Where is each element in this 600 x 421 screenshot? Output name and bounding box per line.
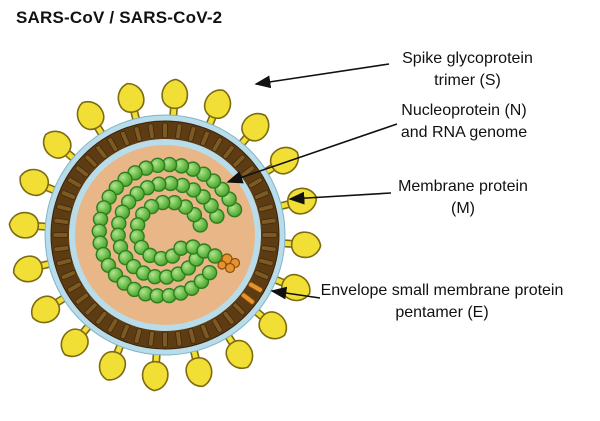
membrane-stud: [261, 232, 278, 238]
virus-diagram: [8, 78, 322, 392]
spike-label: Spike glycoprotein trimer (S): [370, 48, 565, 92]
membrane-stud: [187, 328, 197, 344]
envelope-label-line1: Envelope small membrane protein: [320, 282, 564, 299]
membrane-label-line1: Membrane protein: [398, 178, 528, 195]
membrane-stud: [52, 232, 69, 238]
e-protein-membrane-stud: [248, 281, 263, 293]
membrane-stud: [107, 137, 119, 152]
membrane-stud: [187, 126, 197, 142]
membrane-stud: [162, 122, 168, 139]
e-protein-pentamer: [217, 253, 241, 274]
membrane-stud: [56, 203, 72, 213]
membrane-arrow: [288, 191, 392, 205]
membrane-stud: [248, 177, 263, 189]
membrane-stud: [147, 330, 155, 347]
membrane-stud: [211, 137, 223, 152]
membrane-stud: [232, 302, 246, 316]
membrane-label-line2: (M): [451, 200, 475, 217]
spike-label-line1: Spike glycoprotein: [402, 50, 533, 67]
envelope-arrow: [270, 286, 321, 300]
membrane-stud: [162, 331, 168, 348]
spike-arrow: [254, 63, 390, 89]
membrane-stud: [75, 292, 90, 305]
membrane-stud: [260, 217, 277, 225]
nucleoprotein-label-line2: and RNA genome: [400, 124, 528, 141]
membrane-stud: [175, 123, 183, 140]
membrane-stud: [120, 323, 130, 340]
membrane-stud: [95, 145, 108, 160]
membrane-stud: [67, 177, 82, 189]
nucleoprotein-spiral: [91, 156, 243, 304]
membrane-stud: [175, 330, 183, 347]
nucleoprotein-label: Nucleoprotein (N) and RNA genome: [368, 100, 560, 144]
membrane-stud: [253, 270, 270, 280]
membrane-stud: [67, 281, 82, 293]
annotation-arrows: [226, 63, 398, 300]
membrane-stud-layer: [52, 122, 278, 348]
membrane-stud: [53, 245, 70, 253]
membrane-stud: [60, 190, 77, 200]
membrane-stud: [258, 257, 274, 267]
membrane-stud: [53, 217, 70, 225]
envelope-label: Envelope small membrane protein pentamer…: [292, 280, 592, 324]
membrane-stud: [84, 154, 98, 168]
membrane-stud: [147, 123, 155, 140]
envelope-label-line2: pentamer (E): [395, 304, 489, 321]
membrane-stud: [222, 145, 235, 160]
membrane-stud: [200, 323, 210, 340]
membrane-stud: [56, 257, 72, 267]
membrane-stud: [120, 130, 130, 147]
e-protein-membrane-stud: [240, 292, 255, 305]
membrane-stud: [75, 165, 90, 178]
nucleoprotein-arrow: [226, 123, 398, 184]
membrane-stud: [211, 318, 223, 333]
membrane-stud: [222, 310, 235, 325]
membrane-label: Membrane protein (M): [373, 176, 553, 220]
membrane-stud: [200, 130, 210, 147]
membrane-stud: [133, 328, 143, 344]
membrane-stud: [84, 302, 98, 316]
membrane-stud: [232, 154, 246, 168]
membrane-stud: [258, 203, 274, 213]
nucleoprotein-label-line1: Nucleoprotein (N): [401, 102, 527, 119]
spike-label-line2: trimer (S): [434, 72, 501, 89]
membrane-stud: [260, 245, 277, 253]
membrane-stud: [133, 126, 143, 142]
diagram-title: SARS-CoV / SARS-CoV-2: [16, 8, 223, 27]
membrane-stud: [60, 270, 77, 280]
membrane-stud: [95, 310, 108, 325]
membrane-stud: [253, 190, 270, 200]
membrane-stud: [107, 318, 119, 333]
